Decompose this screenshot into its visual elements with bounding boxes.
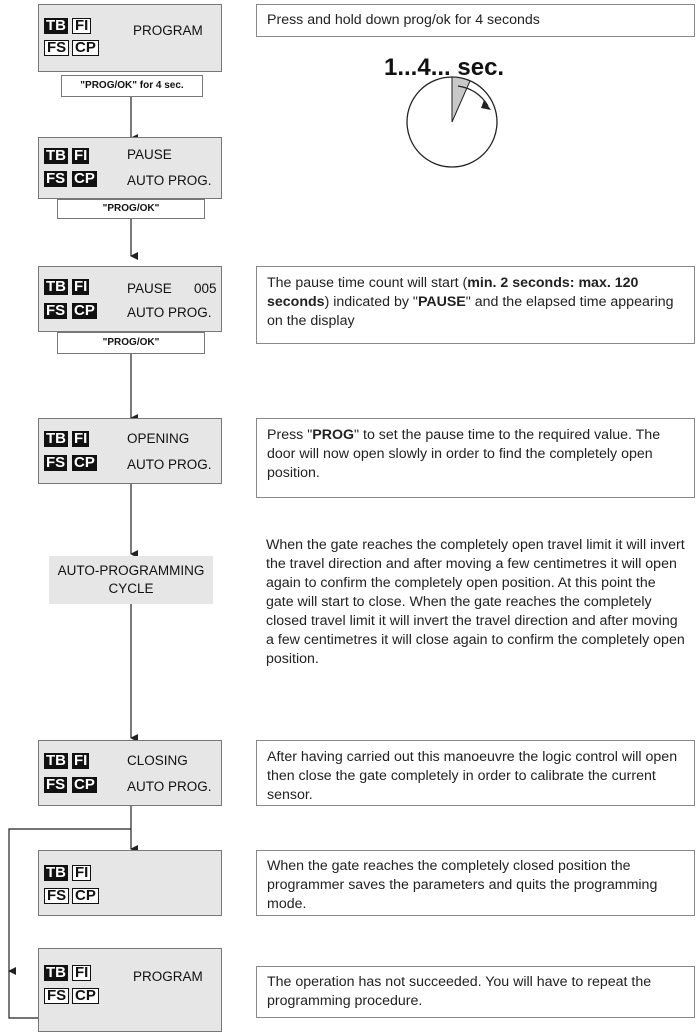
desc-text: " and the elapsed time appearing on the …	[267, 294, 674, 329]
desc-text: The pause time count will start (	[267, 275, 468, 291]
cp-indicator: CP	[72, 454, 97, 471]
cp-indicator: CP	[72, 302, 97, 319]
lcd-line1: PAUSE	[127, 147, 172, 162]
desc-bold: min. 2 seconds: max. 120 seconds	[267, 275, 639, 310]
desc-step4: Press "PROG" to set the pause time to th…	[256, 418, 695, 498]
tb-indicator: TB	[44, 752, 68, 769]
cp-indicator: CP	[72, 888, 99, 904]
command-step1: "PROG/OK" for 4 sec.	[61, 75, 203, 97]
lcd-line1: PAUSE	[127, 281, 172, 296]
fs-indicator: FS	[44, 776, 68, 793]
auto-programming-cycle-label: AUTO-PROGRAMMING CYCLE	[49, 556, 213, 604]
fi-indicator: FI	[72, 430, 90, 447]
timer-label: 1...4... sec.	[384, 54, 505, 81]
desc-step6: When the gate reaches the completely clo…	[256, 850, 695, 916]
fi-indicator: FI	[72, 752, 90, 769]
display-step4: TB FI FS CP OPENING AUTO PROG.	[38, 418, 222, 484]
desc-text: " to set the pause time to the required …	[267, 427, 661, 481]
display-step7: TB FI FS CP PROGRAM	[38, 948, 222, 1032]
tb-indicator: TB	[44, 278, 68, 295]
command-step3: "PROG/OK"	[57, 332, 205, 354]
command-step2: "PROG/OK"	[57, 199, 205, 219]
desc-step3: The pause time count will start (min. 2 …	[256, 266, 695, 344]
display-step2: TB FI FS CP PAUSE AUTO PROG.	[38, 137, 222, 199]
lcd-line2: AUTO PROG.	[127, 779, 212, 794]
cp-indicator: CP	[72, 776, 97, 793]
fs-indicator: FS	[44, 454, 68, 471]
lcd-line2: AUTO PROG.	[127, 173, 212, 188]
fi-indicator: FI	[72, 18, 92, 34]
timer-dial-icon	[406, 76, 498, 168]
lcd-line2: AUTO PROG.	[127, 457, 212, 472]
lcd-program-label: PROGRAM	[133, 23, 203, 38]
lcd-program-label: PROGRAM	[133, 969, 203, 984]
cp-indicator: CP	[72, 170, 97, 187]
display-step1: TB FI FS CP PROGRAM	[38, 4, 222, 72]
desc-step1: Press and hold down prog/ok for 4 second…	[256, 4, 695, 37]
fs-indicator: FS	[44, 988, 70, 1004]
desc-text: Press "	[267, 427, 313, 443]
display-step6: TB FI FS CP	[38, 850, 222, 916]
fs-indicator: FS	[44, 302, 68, 319]
tb-indicator: TB	[44, 147, 68, 164]
fs-indicator: FS	[44, 170, 68, 187]
desc-text: ) indicated by "	[324, 294, 418, 310]
desc-step5: After having carried out this manoeuvre …	[256, 740, 695, 806]
fs-indicator: FS	[44, 40, 70, 56]
lcd-line2: AUTO PROG.	[127, 305, 212, 320]
desc-bold: PAUSE	[417, 294, 466, 310]
desc-cycle: When the gate reaches the completely ope…	[266, 537, 685, 667]
fi-indicator: FI	[72, 865, 92, 881]
cp-indicator: CP	[72, 40, 99, 56]
lcd-line1: OPENING	[127, 431, 190, 446]
fs-indicator: FS	[44, 888, 70, 904]
lcd-count: 005	[194, 281, 217, 296]
display-step5: TB FI FS CP CLOSING AUTO PROG.	[38, 740, 222, 806]
fi-indicator: FI	[72, 278, 90, 295]
fi-indicator: FI	[72, 147, 90, 164]
desc-bold: PROG	[312, 427, 355, 443]
cp-indicator: CP	[72, 988, 99, 1004]
tb-indicator: TB	[44, 964, 68, 981]
fi-indicator: FI	[72, 965, 92, 981]
desc-step7: The operation has not succeeded. You wil…	[256, 966, 695, 1018]
tb-indicator: TB	[44, 864, 68, 881]
display-step3: TB FI FS CP PAUSE 005 AUTO PROG.	[38, 266, 222, 332]
tb-indicator: TB	[44, 430, 68, 447]
lcd-line1: CLOSING	[127, 753, 188, 768]
tb-indicator: TB	[44, 17, 68, 34]
